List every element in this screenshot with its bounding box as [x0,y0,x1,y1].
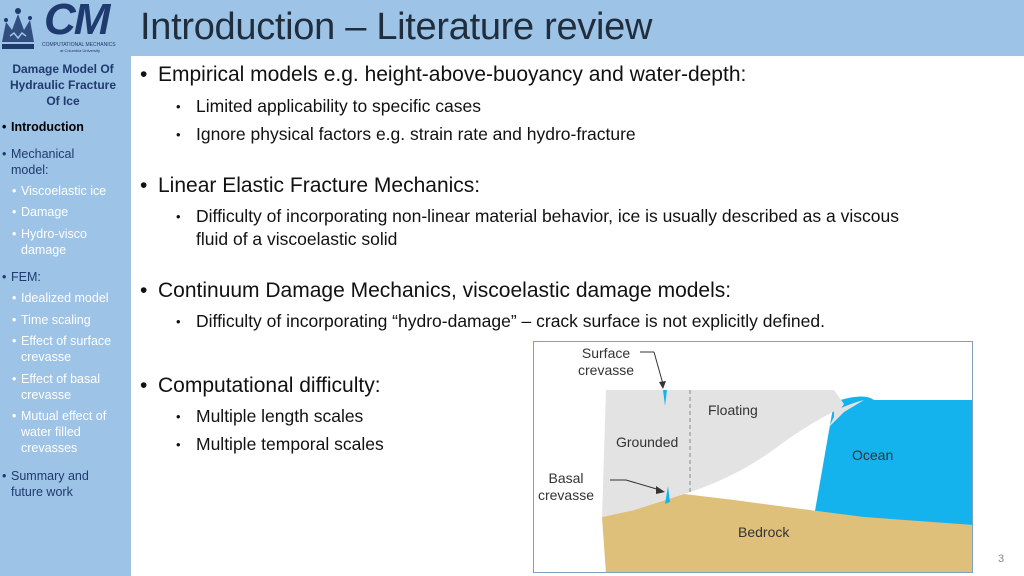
sub-bullet: •Ignore physical factors e.g. strain rat… [176,124,636,144]
bullet-cdm: •Continuum Damage Mechanics, viscoelasti… [140,279,732,302]
logo-subtext: COMPUTATIONAL MECHANICS [42,42,116,48]
sub-bullet-continuation: fluid of a viscoelastic solid [196,229,398,249]
sidebar-title-line: Hydraulic Fracture [9,78,117,92]
bullet-empirical-models: •Empirical models e.g. height-above-buoy… [140,63,747,86]
label-bedrock: Bedrock [738,524,790,540]
sidebar-title: Damage Model Of Hydraulic Fracture Of Ic… [2,61,124,109]
sidebar-item-summary[interactable]: • Summary and future work [2,469,89,499]
sub-bullet: •Limited applicability to specific cases [176,96,481,116]
sidebar-item-mechanical-model[interactable]: • Mechanical model: [2,147,75,177]
sidebar-item-introduction[interactable]: •Introduction [2,120,84,134]
label-ocean: Ocean [852,447,894,463]
sidebar-title-line: Of Ice [46,94,80,108]
sidebar-title-line: Damage Model Of [12,62,114,76]
sidebar-item-surface-crevasse[interactable]: • Effect of surface crevasse [12,334,112,364]
header-bar: CM COMPUTATIONAL MECHANICS at Columbia U… [0,0,1024,56]
sidebar-item-viscoelastic-ice[interactable]: •Viscoelastic ice [12,184,107,198]
sub-bullet: •Difficulty of incorporating non-linear … [176,206,899,226]
logo-subtext-2: at Columbia University [60,48,101,53]
sidebar-item-idealized-model[interactable]: •Idealized model [12,291,109,305]
sidebar-item-mutual-effect[interactable]: • Mutual effect of water filled crevasse… [12,409,107,455]
bedrock-region [602,494,972,572]
sidebar-nav: Damage Model Of Hydraulic Fracture Of Ic… [0,56,131,576]
label-surface-crevasse: Surface crevasse [578,345,635,378]
sidebar-item-time-scaling[interactable]: •Time scaling [12,313,91,327]
cm-logo: CM COMPUTATIONAL MECHANICS at Columbia U… [0,0,132,56]
bullet-computational-difficulty: •Computational difficulty: [140,374,381,397]
sub-bullet: •Multiple temporal scales [176,434,384,454]
arrow-head-icon [659,381,666,389]
label-basal-crevasse: Basal crevasse [537,470,595,503]
bullet-lefm: •Linear Elastic Fracture Mechanics: [140,174,481,197]
sub-bullet: •Multiple length scales [176,406,364,426]
arrow-head-icon [656,486,665,494]
ice-sheet-illustration [602,351,972,572]
ice-region [602,390,864,517]
basal-crevasse-icon [665,486,670,504]
label-floating: Floating [708,402,758,418]
logo-text: CM [44,0,110,44]
sub-bullet: •Difficulty of incorporating “hydro-dama… [176,311,825,331]
sidebar-item-fem[interactable]: •FEM: [2,270,41,284]
crown-icon [2,8,34,49]
slide-title: Introduction – Literature review [140,6,653,48]
sidebar-item-basal-crevasse[interactable]: • Effect of basal crevasse [12,372,100,402]
label-grounded: Grounded [616,434,679,450]
sidebar-item-hydro-visco-damage[interactable]: • Hydro-visco damage [12,227,87,257]
sidebar-item-damage[interactable]: •Damage [12,205,69,219]
page-number: 3 [998,553,1005,565]
ice-sheet-diagram: Surface crevasse Basal crevasse Floating… [533,341,973,573]
surface-crevasse-icon [663,390,667,406]
